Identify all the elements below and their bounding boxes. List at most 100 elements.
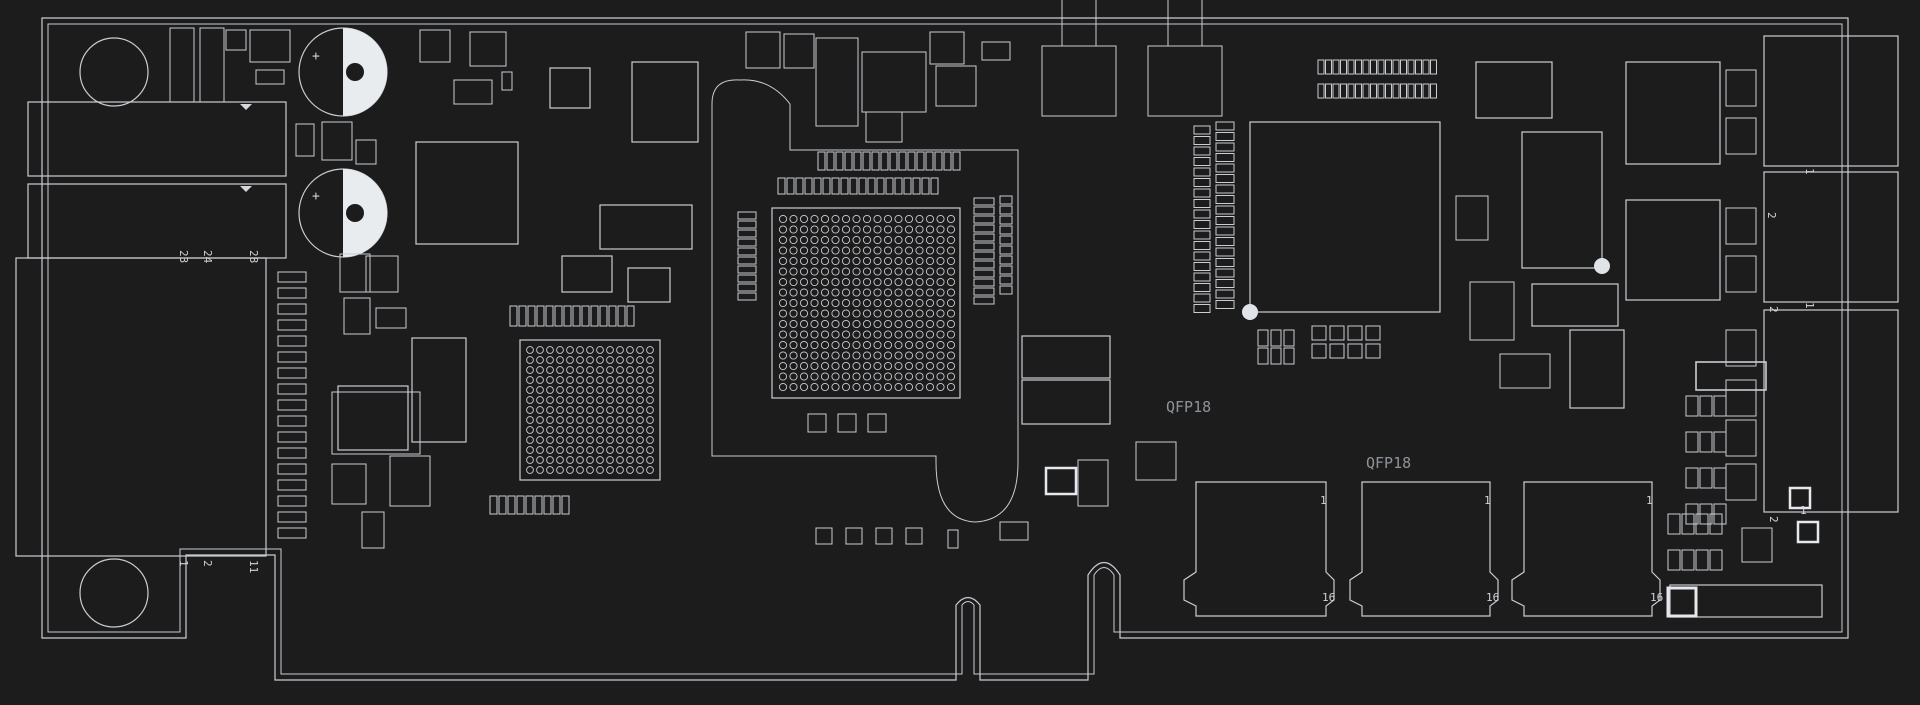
label-conn-pin-28: 28 bbox=[247, 250, 260, 263]
bga-ball bbox=[546, 426, 554, 434]
resistor bbox=[489, 495, 498, 515]
bga-ball bbox=[536, 346, 544, 354]
bga-ball bbox=[799, 351, 809, 360]
bga-ball bbox=[778, 298, 788, 308]
resistor bbox=[534, 495, 543, 515]
bga-ball bbox=[626, 466, 634, 474]
bga-ball bbox=[936, 298, 945, 308]
capacitor bbox=[1685, 431, 1699, 453]
bga-ball bbox=[925, 267, 935, 276]
bga-ball bbox=[904, 288, 914, 297]
label-conn-pin-24: 24 bbox=[201, 250, 214, 264]
bga-ball bbox=[606, 446, 614, 454]
bga-ball bbox=[626, 436, 634, 444]
capacitor bbox=[1215, 205, 1235, 215]
bga-ball bbox=[883, 319, 893, 329]
capacitor bbox=[1193, 209, 1211, 219]
bga-ball bbox=[852, 256, 861, 266]
bga-ball bbox=[894, 246, 903, 255]
ic-u12-pin1 bbox=[1594, 258, 1610, 274]
capacitor bbox=[1215, 226, 1235, 236]
bga-ball bbox=[894, 298, 903, 308]
capacitor bbox=[999, 205, 1013, 215]
ic-u10 bbox=[627, 267, 671, 303]
resistor bbox=[889, 151, 898, 171]
label-rj-b-pin16: 16 bbox=[1486, 591, 1499, 604]
bga-ball bbox=[566, 396, 574, 404]
bga-ball bbox=[810, 267, 819, 276]
resistor bbox=[543, 495, 552, 515]
bga-ball bbox=[789, 288, 798, 297]
bga-ball bbox=[820, 256, 830, 266]
capacitor bbox=[1685, 467, 1699, 489]
bga-ball bbox=[799, 256, 809, 266]
bga-ball bbox=[789, 225, 798, 234]
bga-ball bbox=[616, 416, 624, 424]
bga-ball bbox=[915, 256, 924, 266]
bga-ball bbox=[915, 225, 924, 234]
pin1-marker bbox=[240, 186, 252, 192]
bga-ball bbox=[626, 356, 634, 364]
bga-ball bbox=[526, 446, 534, 454]
bga-ball bbox=[789, 214, 798, 224]
capacitor bbox=[1215, 289, 1235, 299]
passive-column-right bbox=[973, 195, 1013, 305]
bga-ball bbox=[831, 288, 840, 297]
bga-ball bbox=[904, 225, 914, 234]
bga-ball bbox=[596, 386, 604, 394]
capacitor bbox=[1215, 153, 1235, 162]
bga-ball bbox=[841, 256, 851, 266]
bga-ball bbox=[936, 235, 945, 245]
capacitor bbox=[1215, 142, 1235, 152]
bga-ball bbox=[546, 466, 554, 474]
bga-ball bbox=[831, 340, 840, 350]
resistor bbox=[1362, 59, 1370, 75]
capacitor bbox=[1215, 184, 1235, 194]
capacitor bbox=[973, 278, 995, 287]
resistor bbox=[817, 151, 826, 171]
resistor bbox=[1340, 59, 1347, 75]
bga-ball bbox=[789, 319, 798, 329]
resistor bbox=[536, 305, 545, 327]
bga-ball bbox=[576, 416, 584, 424]
bga-ball bbox=[915, 319, 924, 329]
bga-ball bbox=[841, 267, 851, 276]
bga-ball bbox=[810, 277, 819, 287]
capacitor bbox=[1365, 325, 1381, 341]
sfp-cage-1 bbox=[1763, 35, 1899, 167]
capacitor bbox=[1695, 549, 1709, 571]
capacitor bbox=[1713, 467, 1727, 489]
label-sfp-pin1-a: 1 bbox=[1803, 168, 1816, 175]
bga-ball bbox=[915, 309, 924, 318]
bga-ball bbox=[810, 225, 819, 234]
bga-ball bbox=[852, 246, 861, 255]
bga-ball bbox=[820, 309, 830, 318]
resistor bbox=[554, 305, 563, 327]
bga-ball bbox=[862, 361, 872, 371]
bga-ball bbox=[852, 214, 861, 224]
capacitor bbox=[737, 220, 757, 229]
bga-ball bbox=[852, 351, 861, 360]
bga-ball bbox=[606, 366, 614, 374]
capacitor bbox=[1283, 347, 1295, 365]
module-rj-b bbox=[1349, 481, 1499, 617]
bga-ball bbox=[799, 246, 809, 255]
resistor bbox=[1325, 83, 1332, 99]
bga-ball bbox=[810, 246, 819, 255]
resistor bbox=[1347, 59, 1355, 75]
capacitor bbox=[1193, 304, 1211, 313]
bga-ball bbox=[883, 288, 893, 297]
capacitor bbox=[1193, 272, 1211, 282]
resistor bbox=[844, 151, 853, 171]
bga-ball bbox=[820, 361, 830, 371]
bga-ball bbox=[778, 330, 788, 339]
resistor bbox=[1377, 83, 1385, 99]
bga-ball bbox=[536, 456, 544, 464]
ic-u15 bbox=[1475, 61, 1553, 119]
bga-ball bbox=[946, 298, 956, 308]
bga-ball bbox=[616, 426, 624, 434]
bga-ball bbox=[546, 366, 554, 374]
capacitor bbox=[1270, 347, 1282, 365]
bga-ball bbox=[576, 406, 584, 414]
resistor bbox=[925, 151, 934, 171]
